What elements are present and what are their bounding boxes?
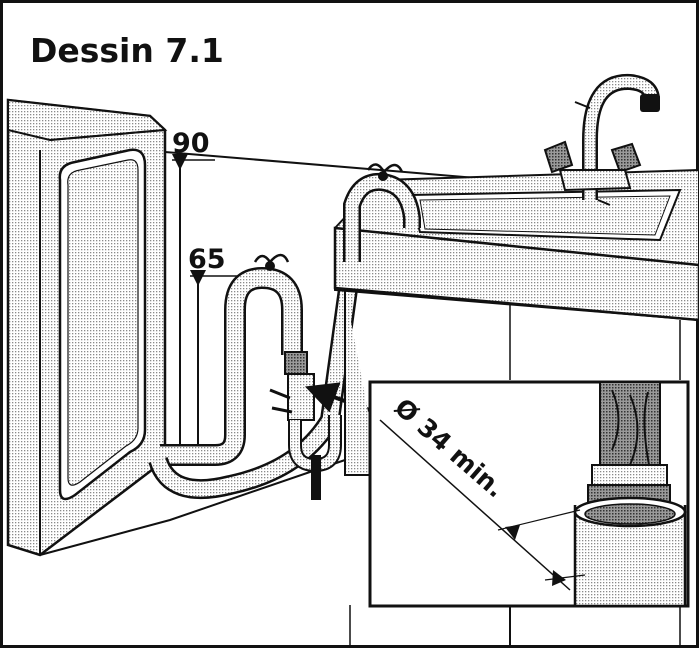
dimension-90: 90 [172, 128, 215, 455]
inset-detail: Ø 34 min. [368, 380, 690, 608]
diameter-leader-line [379, 419, 571, 591]
diagram-title: Dessin 7.1 [30, 31, 224, 70]
washing-machine [6, 98, 168, 557]
floor-line [39, 459, 346, 556]
sink-hose-tie [366, 163, 404, 181]
hose-tie [253, 253, 290, 271]
drain-hose [148, 258, 362, 500]
dimension-65: 65 [188, 244, 240, 455]
faucet [543, 73, 660, 206]
dimension-label-90: 90 [172, 128, 210, 159]
dimension-label-65: 65 [188, 244, 226, 275]
siphon-trap [269, 351, 342, 500]
